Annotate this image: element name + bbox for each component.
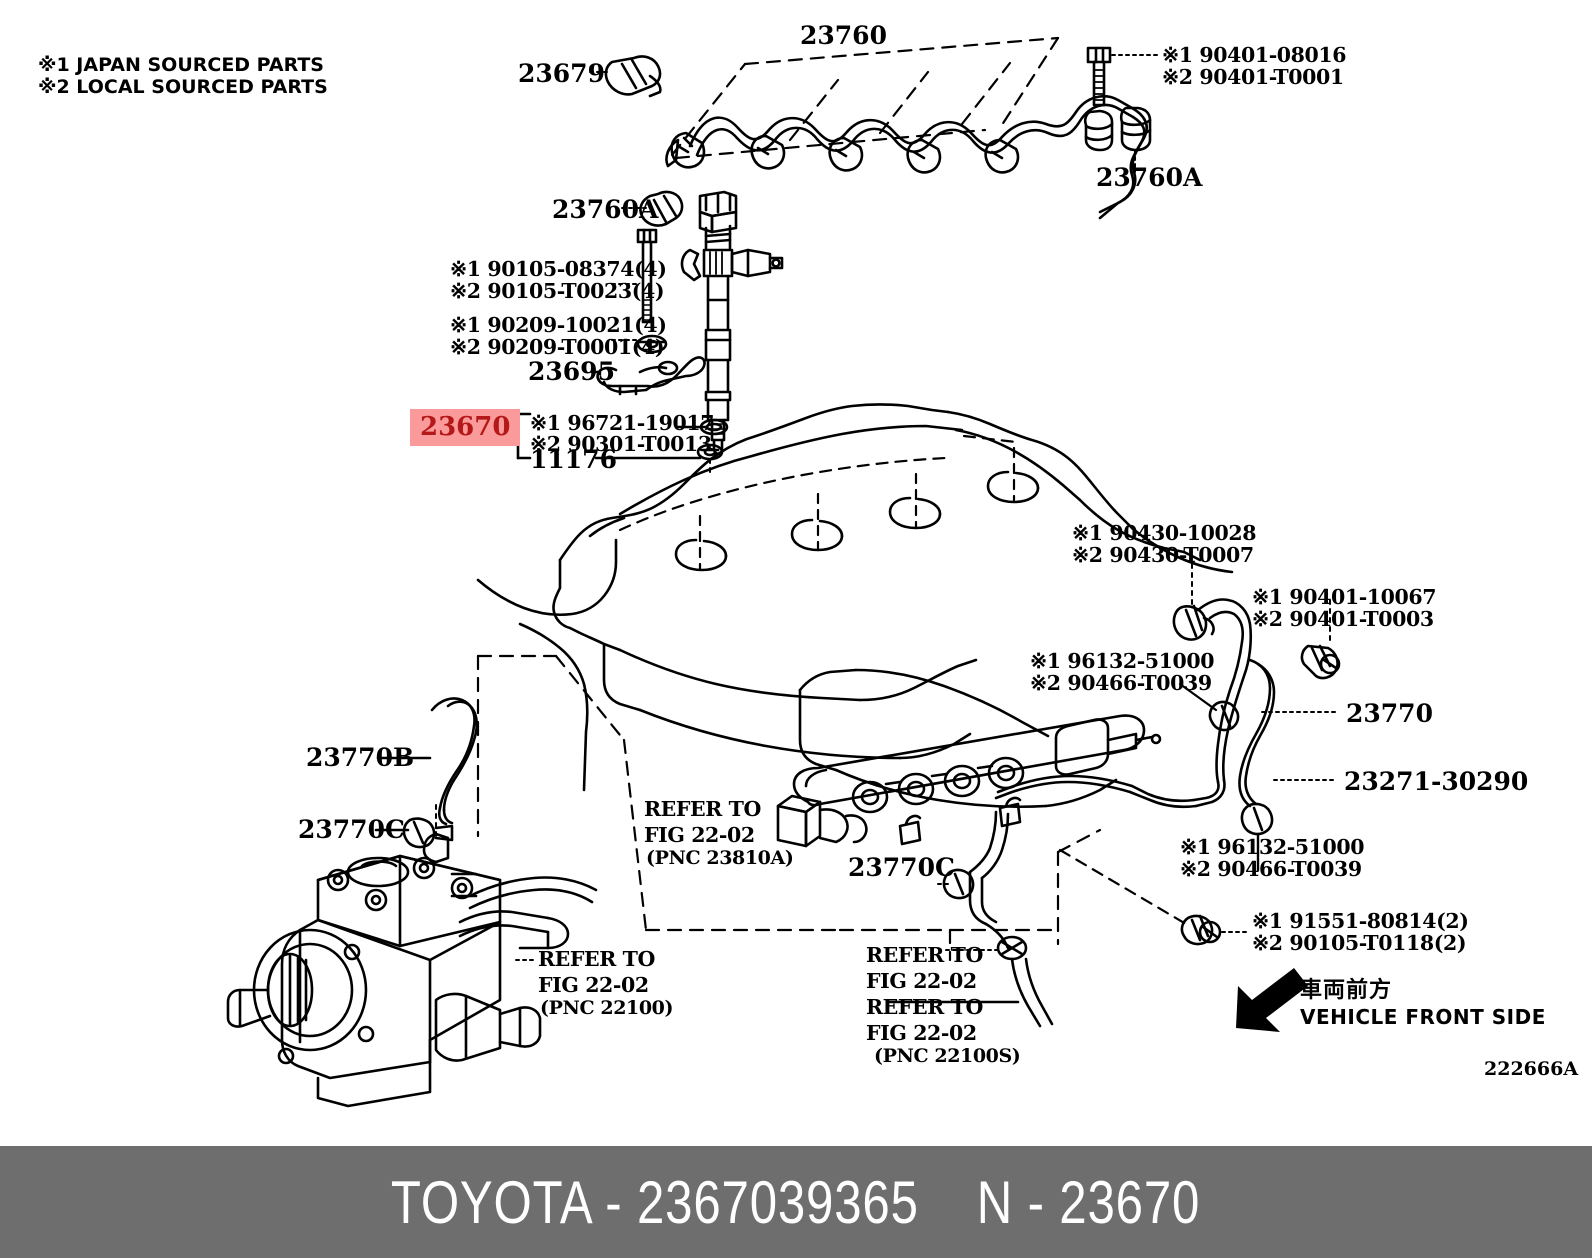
refer-22100-line1: REFER TO [538,947,655,971]
highlighted-part-23670: 23670 [410,409,521,446]
label-23770: 23770 [1346,699,1433,728]
refer-22100s-pnc: (PNC 22100S) [874,1045,1021,1067]
part-23760a-right-union [1119,106,1152,173]
drawing-number: 222666A [1484,1058,1579,1080]
label-96132-51000-upper: ※1 96132-51000 [1030,649,1215,673]
label-90401-t0001: ※2 90401-T0001 [1162,65,1344,89]
label-90430-10028: ※1 90430-10028 [1072,521,1257,545]
legend-japan-sourced: ※1 JAPAN SOURCED PARTS [38,54,324,76]
part-23760a-right-sleeve [1083,109,1114,152]
washer-90209 [636,334,668,354]
refer-22100s-line4: FIG 22-02 [866,1021,977,1045]
refer-22100s-line1: REFER TO [866,943,983,967]
engine-front-outline [476,538,618,792]
label-90105-08374: ※1 90105-08374(4) [450,257,667,281]
cylinder-head-cover [552,403,1234,760]
fuel-injector [680,190,784,456]
bolt-90105 [636,228,658,324]
label-90466-t0039-lower: ※2 90466-T0039 [1180,857,1362,881]
label-23770c-left: 23770C [298,815,405,844]
intake-manifold [776,668,1162,848]
bolt-91551 [1180,914,1222,946]
label-90105-t0118: ※2 90105-T0118(2) [1252,931,1467,955]
injector-clamp-23695 [596,356,706,396]
label-90401-t0003: ※2 90401-T0003 [1252,607,1434,631]
clamp-23770c-left [402,817,454,849]
refer-22100-line2: FIG 22-02 [538,973,649,997]
clamp-23770c-mid [942,868,975,900]
label-23760a-left: 23760A [552,195,659,224]
refer-22100s-line2: FIG 22-02 [866,969,977,993]
label-90105-t0023: ※2 90105-T0023(4) [450,279,665,303]
label-23679: 23679 [518,59,605,88]
label-96721-19017: ※1 96721-19017 [530,411,715,435]
refer-22100-pnc: (PNC 22100) [540,997,674,1019]
label-90209-t0001: ※2 90209-T0001(4) [450,335,665,359]
label-90401-10067: ※1 90401-10067 [1252,585,1437,609]
label-23760: 23760 [800,21,887,50]
clamp-90430 [1172,604,1215,641]
label-90209-10021: ※1 90209-10021(4) [450,313,667,337]
refer-23810a-pnc: (PNC 23810A) [646,847,794,869]
label-90301-t0013: ※2 90301-T0013 [530,432,712,456]
hose-23770b [430,697,479,826]
refer-23810a-line1: REFER TO [644,797,761,821]
vehicle-front-arrow [1236,968,1308,1032]
label-90466-t0039-upper: ※2 90466-T0039 [1030,671,1212,695]
clamp-96132-upper [1208,700,1240,732]
label-90430-t0007: ※2 90430-T0007 [1072,543,1254,567]
part-23679 [604,55,662,98]
legend-local-sourced: ※2 LOCAL SOURCED PARTS [38,76,328,98]
refer-22100s-line3: REFER TO [866,995,983,1019]
construction-dashes [476,654,1102,962]
lower-fuel-pipe [968,810,1054,1028]
label-96132-51000-lower: ※1 96132-51000 [1180,835,1365,859]
label-91551-80814: ※1 91551-80814(2) [1252,909,1469,933]
supply-pump-22100 [226,832,570,1108]
label-23695: 23695 [528,357,615,386]
label-23770c-mid: 23770C [848,853,955,882]
footer-part-identifier: TOYOTA - 2367039365 N - 23670 [391,1168,1201,1236]
part-23760a-left [639,190,684,227]
part-90401-bolt-top [1086,46,1112,107]
fuel-hose-23770 [994,563,1341,872]
label-23770b: 23770B [306,743,415,772]
fuel-pipe-23760 [665,36,1148,220]
label-23760a-right: 23760A [1096,163,1203,192]
o-ring-96721 [699,418,729,436]
fuel-connector-block [776,794,868,848]
injector-bores [674,446,1040,572]
vehicle-front-japanese: 車両前方 [1300,978,1393,1003]
label-11176: 11176 [530,445,617,474]
label-23271-30290: 23271-30290 [1344,767,1529,796]
pump-hoses [468,876,598,910]
vehicle-front-english: VEHICLE FRONT SIDE [1300,1005,1546,1029]
refer-23810a-line2: FIG 22-02 [644,823,755,847]
label-90401-08016: ※1 90401-08016 [1162,43,1347,67]
pipe-elbow-fitting [665,138,680,168]
clamp-96132-lower [1240,802,1274,836]
bolt-90401-right [1300,644,1341,680]
footer-bar: TOYOTA - 2367039365 N - 23670 [0,1146,1592,1258]
